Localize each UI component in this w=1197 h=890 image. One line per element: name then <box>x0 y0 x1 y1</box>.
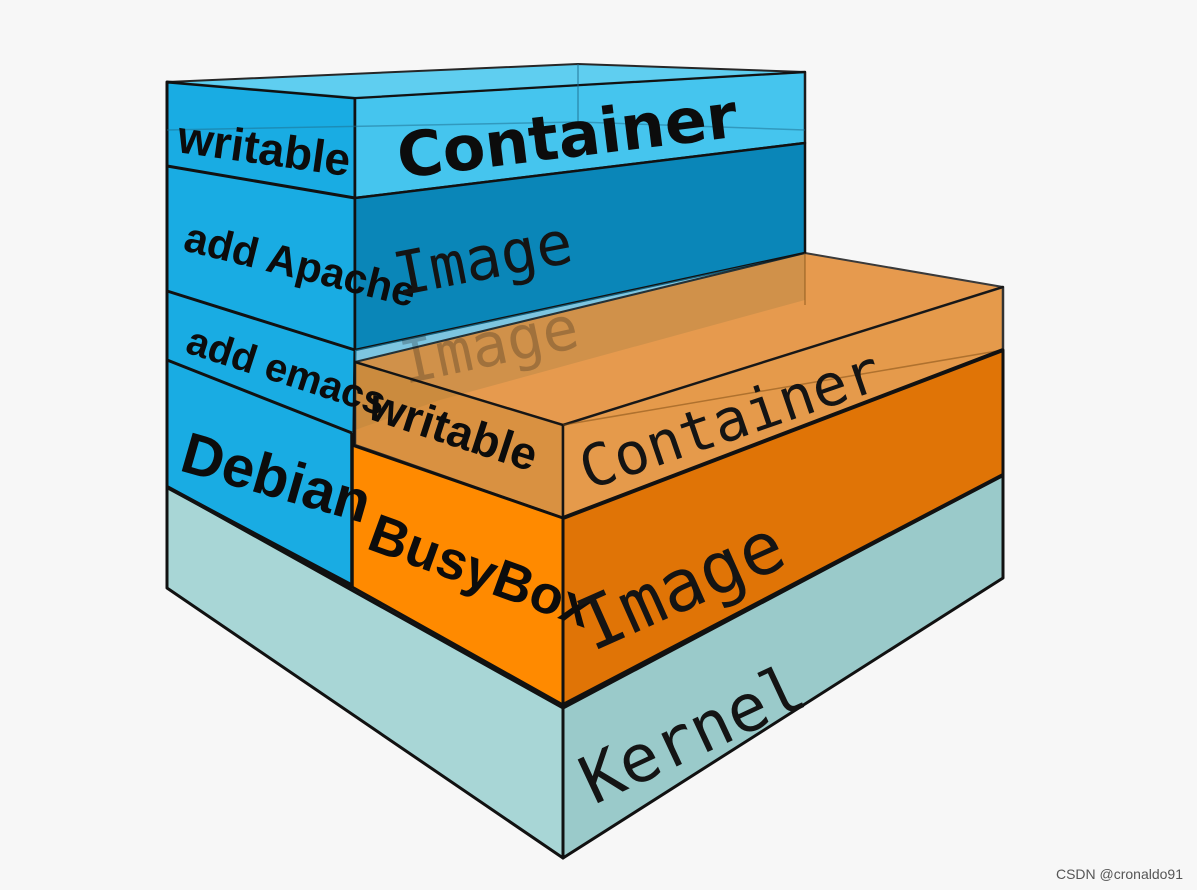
blue-divider-emacs <box>166 358 353 435</box>
watermark: CSDN @cronaldo91 <box>1055 866 1183 882</box>
blue-container-top-face <box>166 63 806 99</box>
orange-container-inner-line <box>562 349 1004 426</box>
edge-kernel-top <box>562 473 1004 707</box>
blue-divider-apache <box>166 289 356 352</box>
blue-divider-writable <box>166 164 356 200</box>
edge-left-debian-bottom <box>166 485 353 589</box>
blue-container-inner-line-2 <box>166 121 579 131</box>
blue-container-inner-line-3 <box>577 121 806 131</box>
edge-busybox-top <box>562 348 1004 520</box>
